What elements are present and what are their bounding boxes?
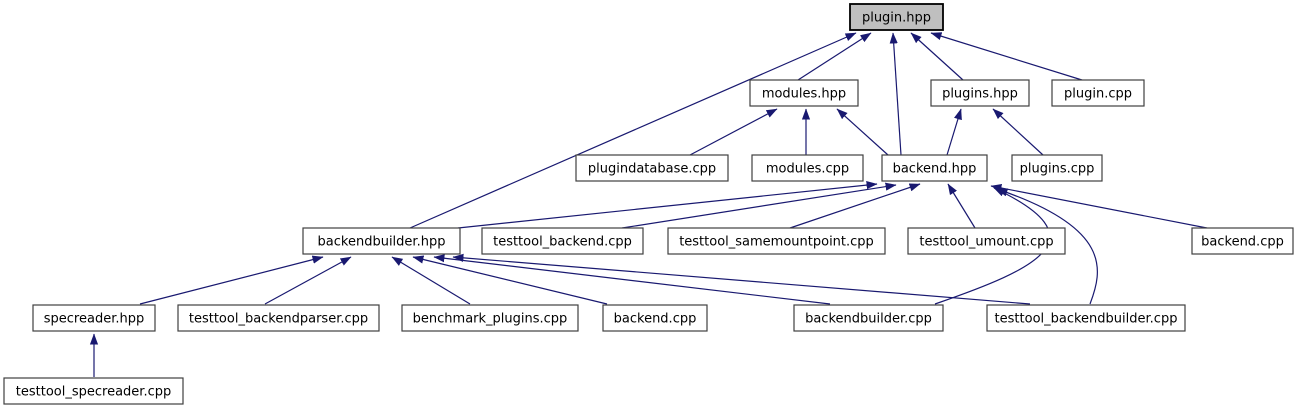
node-box[interactable] (575, 154, 729, 182)
node-box[interactable] (667, 227, 886, 255)
node-label: backendbuilder.cpp (805, 312, 932, 327)
node-box[interactable] (793, 304, 944, 332)
node-backendbuilder-cpp[interactable]: backendbuilder.cpp (793, 304, 944, 332)
node-label: testtool_umount.cpp (919, 235, 1053, 250)
node-box[interactable] (1191, 227, 1294, 255)
edge-plugins-cpp--plugins-hpp (992, 108, 1044, 156)
edge-testtool-backendbuilder-cpp--backendbuilder-hpp (452, 253, 1031, 305)
edge-testtool-samemountpoint-cpp--backend-hpp (789, 183, 921, 229)
node-box[interactable] (749, 79, 859, 107)
node-box[interactable] (177, 304, 380, 332)
node-box[interactable] (602, 304, 708, 332)
edges-layer (89, 32, 1208, 377)
node-label: testtool_backendbuilder.cpp (995, 312, 1178, 327)
edge-backend-hpp--plugins-hpp (946, 108, 962, 156)
node-box[interactable] (481, 227, 644, 255)
edge-testtool-umount-cpp--backend-hpp (947, 183, 976, 229)
node-box[interactable] (1051, 79, 1145, 107)
node-box[interactable] (32, 304, 156, 332)
node-testtool-umount-cpp[interactable]: testtool_umount.cpp (907, 227, 1066, 255)
node-label: testtool_samemountpoint.cpp (679, 235, 874, 250)
node-plugin-cpp[interactable]: plugin.cpp (1051, 79, 1145, 107)
node-plugindatabase-cpp[interactable]: plugindatabase.cpp (575, 154, 729, 182)
edge-backend-cpp-row5--backendbuilder-hpp (412, 255, 608, 305)
node-label: backendbuilder.hpp (318, 235, 446, 250)
node-testtool-backendparser-cpp[interactable]: testtool_backendparser.cpp (177, 304, 380, 332)
node-label: modules.hpp (762, 87, 846, 102)
node-box[interactable] (986, 304, 1186, 332)
node-backend-cpp-row5[interactable]: backend.cpp (602, 304, 708, 332)
edge-backendbuilder-hpp--backend-hpp (457, 181, 878, 229)
node-box[interactable] (881, 154, 988, 182)
node-label: plugindatabase.cpp (588, 162, 716, 177)
node-box[interactable] (930, 79, 1030, 107)
node-backend-cpp-row4[interactable]: backend.cpp (1191, 227, 1294, 255)
node-box[interactable] (401, 304, 579, 332)
edge-benchmark-plugins-cpp--backendbuilder-hpp (391, 256, 471, 305)
node-label: plugin.hpp (862, 11, 931, 26)
node-box[interactable] (1011, 154, 1103, 182)
node-modules-hpp[interactable]: modules.hpp (749, 79, 859, 107)
node-label: plugins.hpp (942, 87, 1018, 102)
node-backend-hpp[interactable]: backend.hpp (881, 154, 988, 182)
node-testtool-specreader-cpp[interactable]: testtool_specreader.cpp (3, 377, 184, 405)
nodes-layer: plugin.hpp modules.hpp plugins.hpp plugin.c… (3, 3, 1294, 405)
node-plugins-cpp[interactable]: plugins.cpp (1011, 154, 1103, 182)
node-label: testtool_backendparser.cpp (189, 312, 368, 327)
node-plugin-hpp[interactable]: plugin.hpp (849, 3, 944, 31)
node-backendbuilder-hpp[interactable]: backendbuilder.hpp (302, 227, 461, 255)
node-label: testtool_specreader.cpp (16, 385, 171, 400)
node-label: plugin.cpp (1064, 87, 1132, 102)
node-benchmark-plugins-cpp[interactable]: benchmark_plugins.cpp (401, 304, 579, 332)
node-box[interactable] (907, 227, 1066, 255)
edge-backendbuilder-hpp--plugin-hpp (409, 32, 857, 229)
node-testtool-samemountpoint-cpp[interactable]: testtool_samemountpoint.cpp (667, 227, 886, 255)
edge-plugindatabase-cpp--modules-hpp (689, 108, 778, 156)
edge-plugins-hpp--plugin-hpp (910, 32, 964, 81)
edge-modules-hpp--plugin-hpp (797, 32, 872, 81)
node-specreader-hpp[interactable]: specreader.hpp (32, 304, 156, 332)
node-label: modules.cpp (766, 162, 849, 177)
edge-backend-hpp--modules-hpp (836, 108, 889, 156)
node-label: backend.cpp (1201, 235, 1284, 250)
node-label: benchmark_plugins.cpp (413, 312, 568, 327)
node-box[interactable] (3, 377, 184, 405)
node-box[interactable] (751, 154, 864, 182)
node-label: backend.cpp (614, 312, 697, 327)
node-box[interactable] (302, 227, 461, 255)
edge-plugin-cpp--plugin-hpp (930, 32, 1083, 81)
edge-testtool-backendbuilder-cpp--backend-hpp (996, 188, 1098, 305)
node-label: backend.hpp (893, 162, 977, 177)
edge-backendbuilder-cpp--backendbuilder-hpp (433, 254, 831, 305)
node-label: specreader.hpp (44, 312, 144, 327)
node-label: plugins.cpp (1020, 162, 1095, 177)
node-label: testtool_backend.cpp (493, 235, 632, 250)
edge-specreader-hpp--backendbuilder-hpp (139, 255, 324, 305)
edge-testtool-backend-cpp--backend-hpp (621, 182, 897, 229)
current-node-box[interactable] (849, 3, 944, 31)
node-plugins-hpp[interactable]: plugins.hpp (930, 79, 1030, 107)
edge-backend-cpp-row4--backend-hpp (990, 183, 1208, 229)
node-testtool-backendbuilder-cpp[interactable]: testtool_backendbuilder.cpp (986, 304, 1186, 332)
node-modules-cpp[interactable]: modules.cpp (751, 154, 864, 182)
edge-backend-hpp--plugin-hpp (889, 32, 902, 156)
edge-testtool-backendparser-cpp--backendbuilder-hpp (264, 256, 352, 305)
node-testtool-backend-cpp[interactable]: testtool_backend.cpp (481, 227, 644, 255)
